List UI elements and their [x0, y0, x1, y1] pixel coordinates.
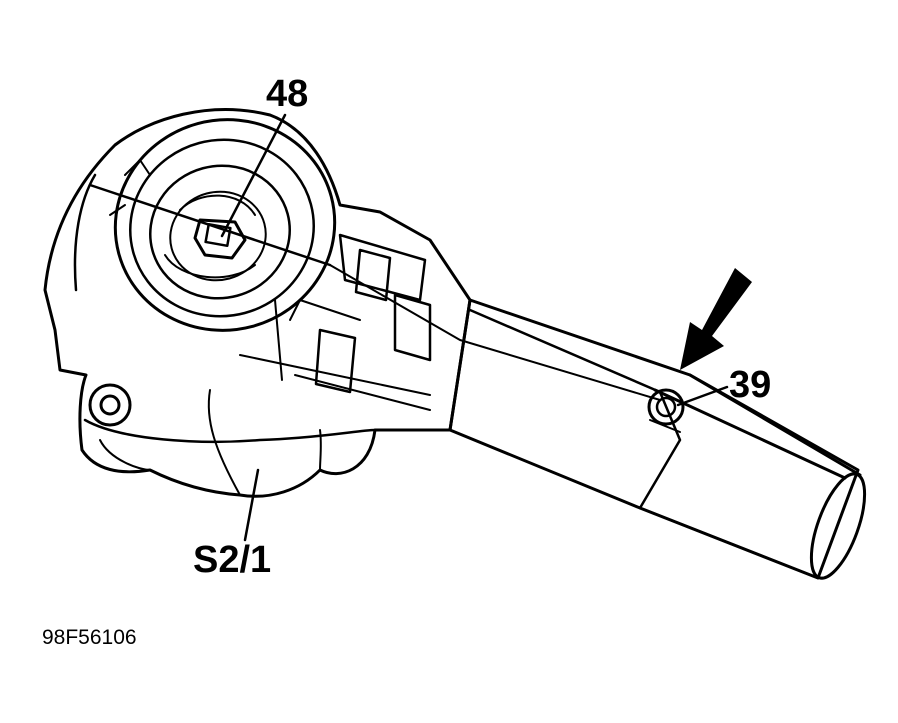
- key-rotor-face: [109, 118, 337, 332]
- ignition-switch-housing: [43, 108, 472, 498]
- leader-48: [220, 113, 287, 238]
- lock-slide-mechanism: [239, 233, 432, 411]
- leader-s21: [243, 468, 260, 542]
- leader-39: [676, 385, 729, 407]
- callout-39: 39: [729, 364, 772, 406]
- callout-s2-1: S2/1: [193, 539, 272, 581]
- figure-id: 98F56106: [42, 626, 137, 649]
- arrow-icon: [680, 268, 752, 370]
- part-39-pin: [647, 388, 685, 433]
- callout-48: 48: [266, 73, 309, 115]
- leader-lines: [220, 113, 729, 542]
- center-axis-line: [88, 183, 661, 401]
- lock-cylinder-tube: [448, 298, 867, 580]
